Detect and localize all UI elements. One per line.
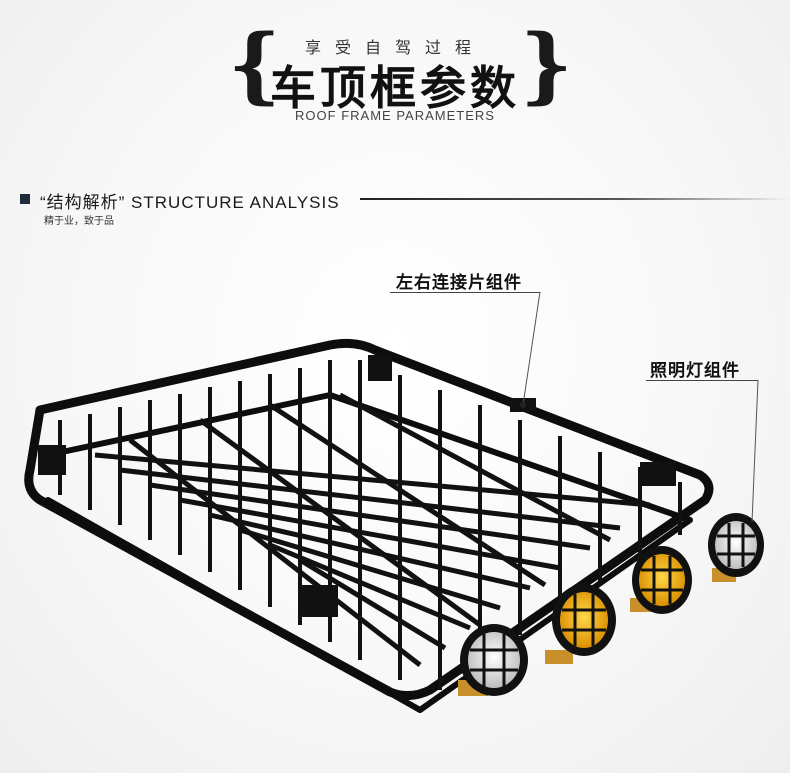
connector-plates — [38, 355, 676, 617]
section-divider — [360, 198, 790, 200]
page-header: { 享受自驾过程 车顶框参数 ROOF FRAME PARAMETERS } — [0, 0, 790, 140]
section-title: “结构解析” STRUCTURE ANALYSIS — [40, 193, 340, 212]
section-subtitle: 精于业，致于品 — [44, 216, 114, 227]
lamp-4 — [708, 513, 764, 582]
rack-crossbars — [94, 392, 651, 667]
page-title-english: ROOF FRAME PARAMETERS — [295, 108, 495, 123]
lamp-1 — [458, 624, 528, 696]
callout-connector-label: 左右连接片组件 — [396, 273, 522, 293]
structure-section-header: “结构解析” STRUCTURE ANALYSIS 精于业，致于品 — [20, 188, 790, 228]
page-title: 车顶框参数 — [270, 61, 520, 115]
lamp-3 — [630, 546, 692, 614]
section-square-icon — [20, 194, 30, 204]
callout-line-lights — [751, 379, 759, 523]
left-brace: { — [228, 17, 281, 113]
header-subtitle: 享受自驾过程 — [304, 38, 485, 57]
lamp-2 — [545, 584, 616, 664]
right-brace: } — [520, 17, 573, 113]
callout-connector-underline — [390, 292, 540, 293]
callout-line-connector — [522, 291, 541, 406]
callout-lights-underline — [646, 380, 758, 381]
light-assembly — [458, 513, 764, 696]
callout-lights-label: 照明灯组件 — [650, 361, 740, 381]
